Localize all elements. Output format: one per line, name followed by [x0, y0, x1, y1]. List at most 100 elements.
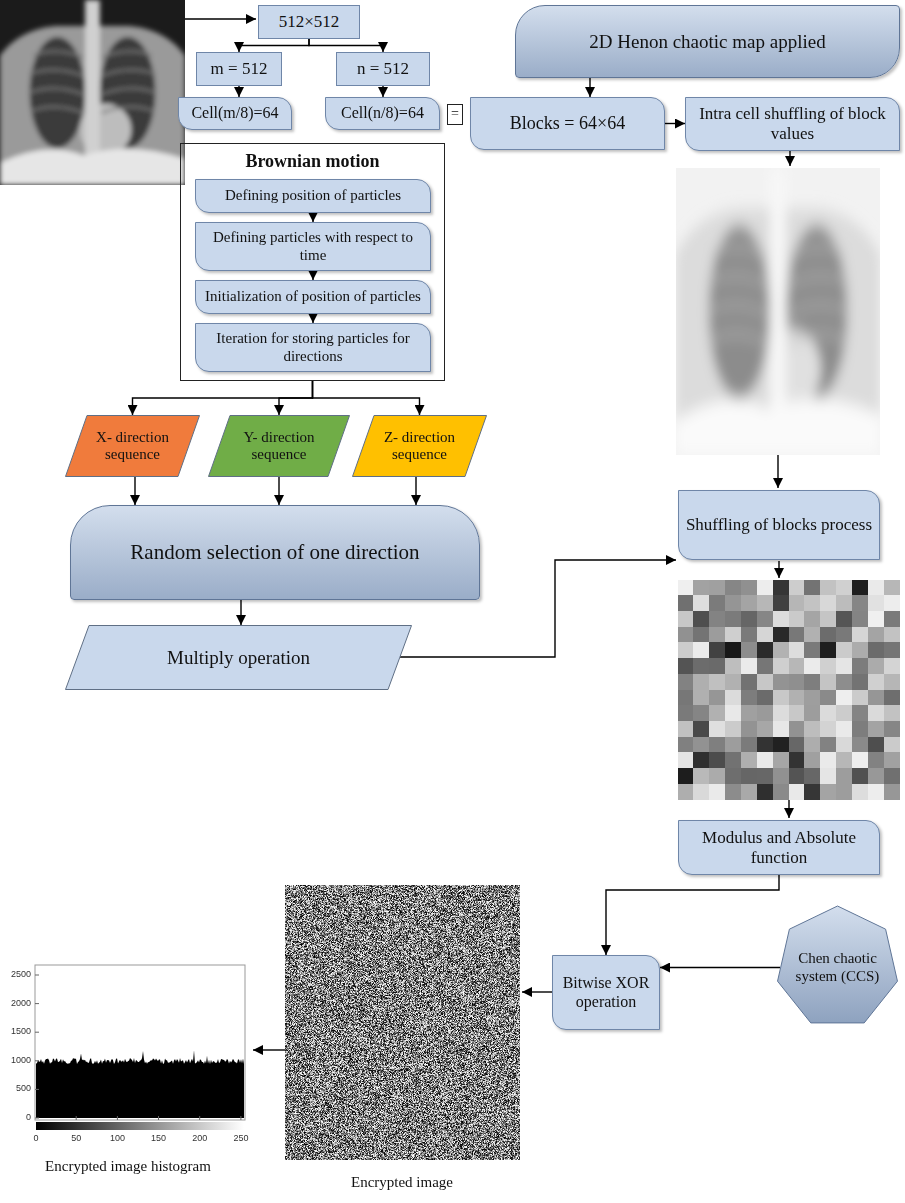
connector: [279, 381, 313, 415]
node-text: Intra cell shuffling of block values: [692, 104, 893, 143]
axis-tick-label: 50: [71, 1134, 81, 1144]
node-outline-shape: [209, 416, 350, 477]
process-box: Modulus and Absolute function: [678, 820, 880, 875]
node-text: Shuffling of blocks process: [686, 515, 872, 535]
connector: [312, 314, 313, 323]
process-box: Defining particles with respect to time: [195, 222, 431, 271]
axis-ticks: [35, 975, 241, 1120]
connector: [312, 213, 313, 222]
node-outline-shape: [353, 416, 487, 477]
operator-box: =: [447, 104, 463, 125]
process-box: n = 512: [336, 52, 430, 86]
block-shuffled-image: [678, 580, 900, 800]
group-box: Brownian motionDefining position of part…: [180, 143, 445, 381]
axis-tick-label: 150: [151, 1134, 166, 1144]
node-text: Cell(n/8)=64: [341, 104, 424, 122]
process-box: Intra cell shuffling of block values: [685, 97, 900, 151]
plot-frame: [35, 965, 245, 1120]
data-parallelogram: Y- direction sequence: [208, 415, 350, 477]
node-text: 2D Henon chaotic map applied: [589, 31, 825, 53]
connector: [238, 86, 239, 97]
histogram-bars: [36, 1050, 244, 1118]
caption-label: Encrypted image histogram: [45, 1158, 211, 1175]
node-text: Multiply operation: [167, 647, 310, 669]
process-box: Iteration for storing particles for dire…: [195, 323, 431, 372]
process-box: Blocks = 64×64: [470, 97, 665, 150]
flow-arrow: [522, 991, 552, 992]
node-text: Defining position of particles: [225, 187, 401, 204]
axis-tick-label: 2000: [11, 999, 31, 1009]
axis-tick-label: 0: [33, 1134, 38, 1144]
process-box: Shuffling of blocks process: [678, 490, 880, 560]
axis-tick-label: 2500: [11, 970, 31, 980]
xray-background: [0, 0, 185, 185]
data-parallelogram: Multiply operation: [65, 625, 412, 690]
node-text: X- direction sequence: [91, 429, 174, 464]
axis-tick-label: 200: [192, 1134, 207, 1144]
process-box: Bitwise XOR operation: [552, 955, 660, 1030]
gray-ramp: [36, 1122, 244, 1130]
node-text: Y- direction sequence: [234, 429, 324, 464]
node-text: Random selection of one direction: [130, 540, 419, 564]
flow-arrow: [185, 18, 256, 19]
process-box: Initialization of position of particles: [195, 280, 431, 314]
axis-tick-label: 250: [233, 1134, 248, 1144]
process-box: Cell(n/8)=64: [325, 97, 440, 130]
process-box: Cell(m/8)=64: [178, 97, 292, 130]
xray-image: [0, 0, 185, 185]
connector: [134, 477, 135, 505]
node-text: m = 512: [211, 59, 268, 79]
node-text: Cell(m/8)=64: [191, 104, 278, 122]
node-text: Iteration for storing particles for dire…: [202, 330, 424, 365]
flow-arrow: [778, 561, 779, 578]
connector: [606, 875, 779, 955]
node-text: Chen chaotic system (CCS): [792, 950, 883, 985]
connector: [240, 600, 241, 625]
process-box: Random selection of one direction: [70, 505, 480, 600]
data-parallelogram: X- direction sequence: [65, 415, 200, 477]
node-text: Initialization of position of particles: [205, 288, 421, 305]
flow-arrow: [253, 1049, 285, 1050]
axis-tick-label: 500: [16, 1084, 31, 1094]
process-box: m = 512: [196, 52, 282, 86]
process-box: 2D Henon chaotic map applied: [515, 5, 900, 78]
connector: [309, 39, 383, 52]
histogram-plot: [35, 965, 245, 1130]
node-text: Modulus and Absolute function: [685, 828, 873, 867]
data-parallelogram: Z- direction sequence: [352, 415, 487, 477]
connector: [415, 477, 416, 505]
node-text: Brownian motion: [181, 144, 444, 172]
node-text: Blocks = 64×64: [510, 113, 625, 134]
flow-arrow: [789, 151, 790, 166]
xray-body: [676, 168, 880, 455]
flow-arrow: [777, 455, 778, 488]
connector: [239, 39, 309, 52]
encrypted-image: [285, 885, 520, 1160]
node-text: Defining particles with respect to time: [202, 229, 424, 264]
node-text: Z- direction sequence: [378, 429, 461, 464]
connector: [133, 381, 313, 415]
axis-tick-label: 1000: [11, 1056, 31, 1066]
node-text: =: [451, 106, 459, 122]
xray-background: [676, 168, 880, 455]
connector: [382, 86, 383, 97]
node-outline-shape: [778, 906, 898, 1023]
node-text: 512×512: [279, 12, 340, 32]
process-box: Defining position of particles: [195, 179, 431, 213]
connector: [660, 967, 780, 968]
xray-body: [0, 0, 185, 185]
caption-label: Encrypted image: [351, 1174, 453, 1191]
heptagon-node: Chen chaotic system (CCS): [775, 905, 900, 1030]
shuffled-xray-image: [676, 168, 880, 455]
connector: [312, 271, 313, 280]
node-outline-shape: [66, 416, 200, 477]
connector: [665, 123, 685, 124]
axis-tick-label: 0: [26, 1113, 31, 1123]
connector: [313, 381, 420, 415]
axis-tick-label: 100: [110, 1134, 125, 1144]
node-text: n = 512: [357, 59, 409, 79]
axis-tick-label: 1500: [11, 1027, 31, 1037]
connector: [589, 78, 590, 97]
